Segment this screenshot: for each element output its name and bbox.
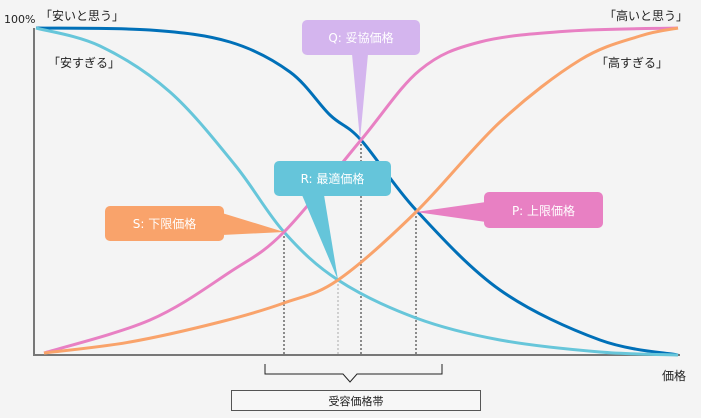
expensive-label: 「高いと思う」 [604,9,689,23]
q-callout-pointer [352,54,368,140]
r-optimal-price-callout: R: 最適価格 [274,161,391,196]
cheap-label: 「安いと思う」 [40,9,125,23]
too-cheap-curve [35,26,679,357]
range-bracket [264,364,443,383]
s-lower-limit-callout: S: 下限価格 [105,206,224,241]
expensive-curve [43,26,679,355]
q-compromise-price-callout: Q: 妥協価格 [302,20,420,55]
y-max-label: 100% [4,13,36,26]
too-expensive-label: 「高すぎる」 [596,56,669,70]
p-upper-limit-callout: P: 上限価格 [484,192,603,228]
p-callout-pointer [416,202,486,222]
r-callout-pointer [302,195,338,280]
cheap-curve [35,26,679,357]
acceptable-price-range-box: 受容価格帯 [231,390,481,411]
x-axis-label: 価格 [662,369,687,383]
s-callout-pointer [222,213,284,235]
too-cheap-label: 「安すぎる」 [48,56,121,70]
too-expensive-curve [43,26,679,355]
